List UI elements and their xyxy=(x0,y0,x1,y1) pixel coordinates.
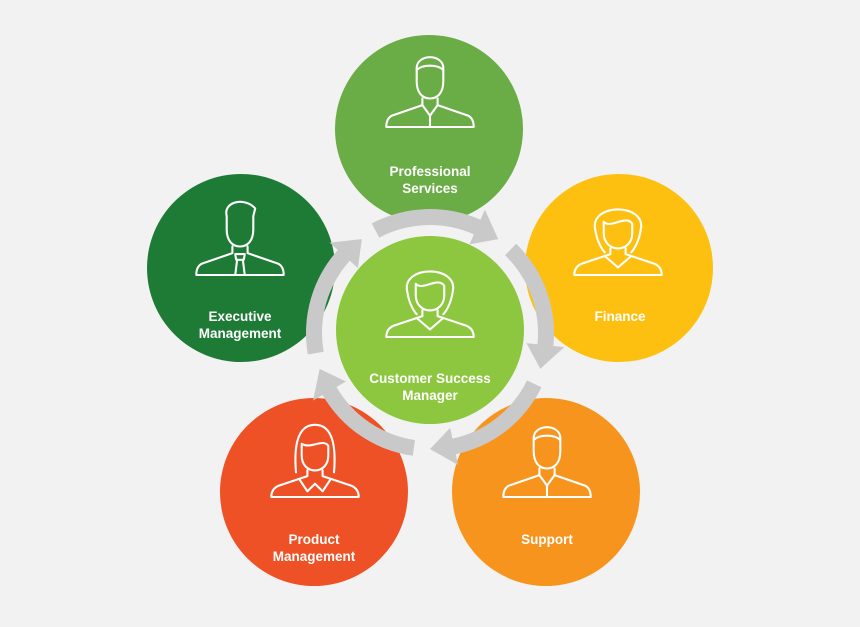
label-professional-services: Professional Services xyxy=(335,163,525,197)
node-product-management xyxy=(220,398,408,586)
cycle-ring xyxy=(306,209,565,466)
label-line: Support xyxy=(521,532,573,547)
label-finance: Finance xyxy=(525,308,715,325)
label-line: Management xyxy=(198,326,282,341)
label-customer-success-manager: Customer Success Manager xyxy=(335,370,525,404)
node-support xyxy=(452,398,640,586)
node-product-management-circle xyxy=(220,398,408,586)
cycle-arrow-icon xyxy=(430,380,542,466)
label-line: Professional xyxy=(389,164,471,179)
label-line: Services xyxy=(402,181,458,196)
label-line: Manager xyxy=(402,388,458,403)
node-finance-circle xyxy=(525,174,713,362)
label-executive-management: Executive Management xyxy=(145,308,335,342)
node-finance xyxy=(525,174,713,362)
cycle-arrow-icon xyxy=(505,243,565,369)
label-line: Executive xyxy=(208,309,272,324)
cycle-arrow-icon xyxy=(371,209,499,245)
label-line: Customer Success xyxy=(369,371,491,386)
node-professional-services xyxy=(335,35,523,223)
cycle-arrow-icon xyxy=(313,368,415,456)
label-support: Support xyxy=(452,531,642,548)
label-line: Product xyxy=(288,532,340,547)
cycle-arrow-icon xyxy=(306,239,362,355)
label-product-management: Product Management xyxy=(219,531,409,565)
label-line: Management xyxy=(272,549,356,564)
node-customer-success-manager xyxy=(336,236,524,424)
node-executive-management-circle xyxy=(147,174,335,362)
node-professional-services-circle xyxy=(335,35,523,223)
node-executive-management xyxy=(147,174,335,362)
label-line: Finance xyxy=(594,309,646,324)
